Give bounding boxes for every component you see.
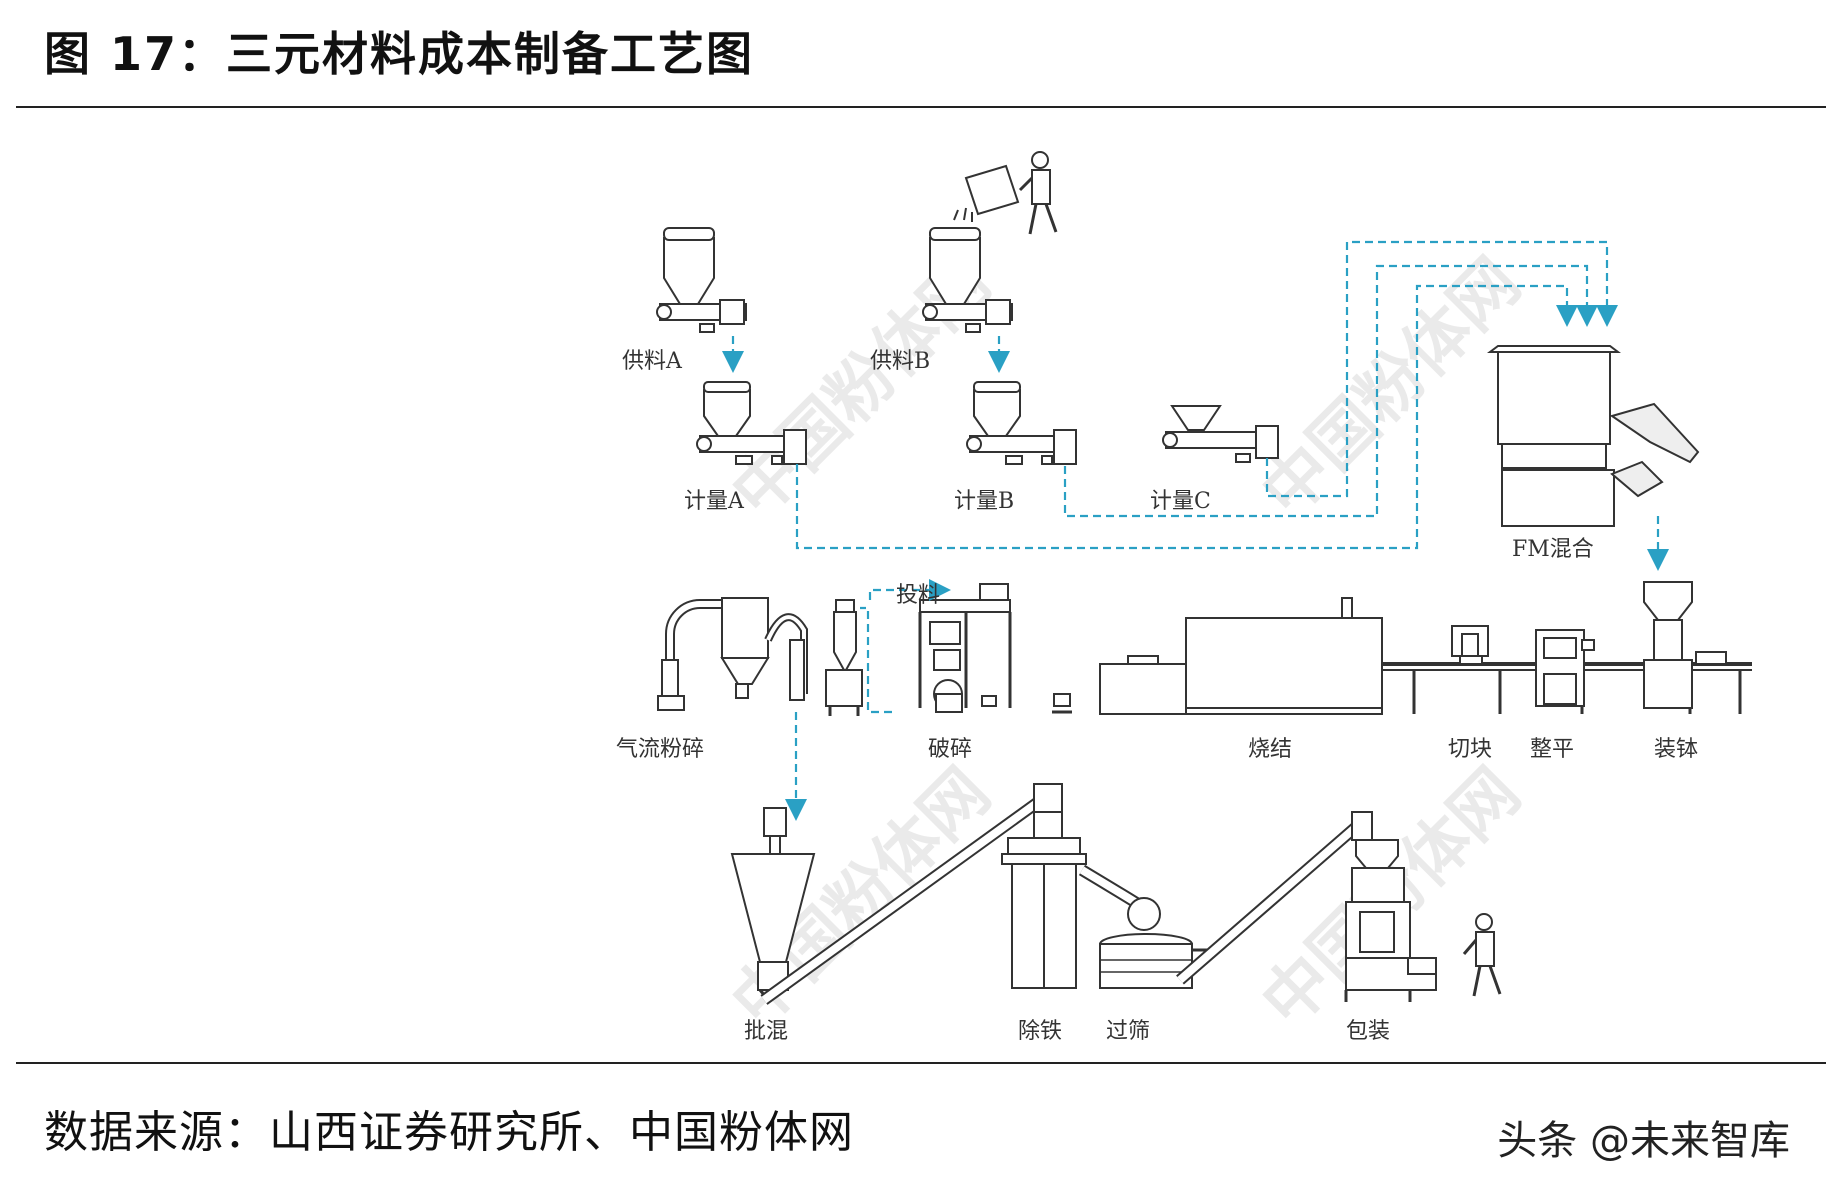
meter-c-unit <box>1162 405 1279 463</box>
bottom-rule <box>16 1062 1826 1064</box>
leveler-unit <box>1535 629 1595 707</box>
label-batch-mix: 批混 <box>744 1019 788 1044</box>
flow-lines <box>722 240 1669 821</box>
label-feeding: 投料 <box>896 583 940 608</box>
fm-mixer <box>1487 345 1700 527</box>
flow-meter-b-to-mixer <box>1063 264 1598 518</box>
label-feed-a: 供料A <box>622 349 683 374</box>
worker-icon <box>1018 151 1058 235</box>
crusher-station <box>918 583 1072 714</box>
label-jet-mill: 气流粉碎 <box>616 737 704 762</box>
label-cutting: 切块 <box>1448 737 1492 762</box>
flow-meter-c-to-mixer <box>1265 240 1618 498</box>
label-iron-removal: 除铁 <box>1018 1019 1062 1044</box>
loader-unit <box>1643 581 1727 709</box>
flow-meter-a-to-mixer <box>795 284 1578 550</box>
source-note: 数据来源：山西证券研究所、中国粉体网 <box>44 1107 854 1158</box>
label-leveling: 整平 <box>1530 737 1574 762</box>
figure-title: 图 17：三元材料成本制备工艺图 <box>44 27 755 81</box>
label-meter-a: 计量A <box>684 489 745 514</box>
flow-feeding <box>868 579 951 601</box>
label-meter-c: 计量C <box>1150 489 1211 514</box>
process-diagram: 中国粉体网 中国粉体网 中国粉体网 中国粉体网 <box>616 151 1752 1044</box>
iron-remover <box>1001 811 1142 989</box>
label-sintering: 烧结 <box>1248 737 1292 762</box>
jet-mill <box>657 597 863 716</box>
credit-watermark: 头条 @未来智库 <box>1497 1118 1790 1164</box>
packing-machine <box>1344 839 1437 1002</box>
top-rule <box>16 106 1826 108</box>
label-loading: 装钵 <box>1654 737 1698 762</box>
label-packing: 包装 <box>1346 1019 1390 1044</box>
label-meter-b: 计量B <box>954 489 1014 514</box>
label-fm-mix: FM混合 <box>1512 537 1594 562</box>
label-group: 供料A 供料B 计量A 计量B 计量C FM混合 投料 气流粉碎 破碎 烧结 切… <box>616 349 1698 1044</box>
meter-b-unit <box>966 381 1077 465</box>
label-feed-b: 供料B <box>870 349 930 374</box>
sieve <box>1099 897 1210 989</box>
worker-icon-2 <box>1462 913 1502 997</box>
feed-a-unit <box>656 227 747 333</box>
screw-conveyor-2 <box>1176 811 1373 985</box>
flow-crush-to-jet <box>860 606 892 714</box>
meter-a-unit <box>696 381 807 465</box>
cutter-unit <box>1451 625 1489 665</box>
feed-b-unit <box>922 164 1020 333</box>
label-crushing: 破碎 <box>928 737 972 762</box>
label-sieving: 过筛 <box>1106 1019 1150 1044</box>
